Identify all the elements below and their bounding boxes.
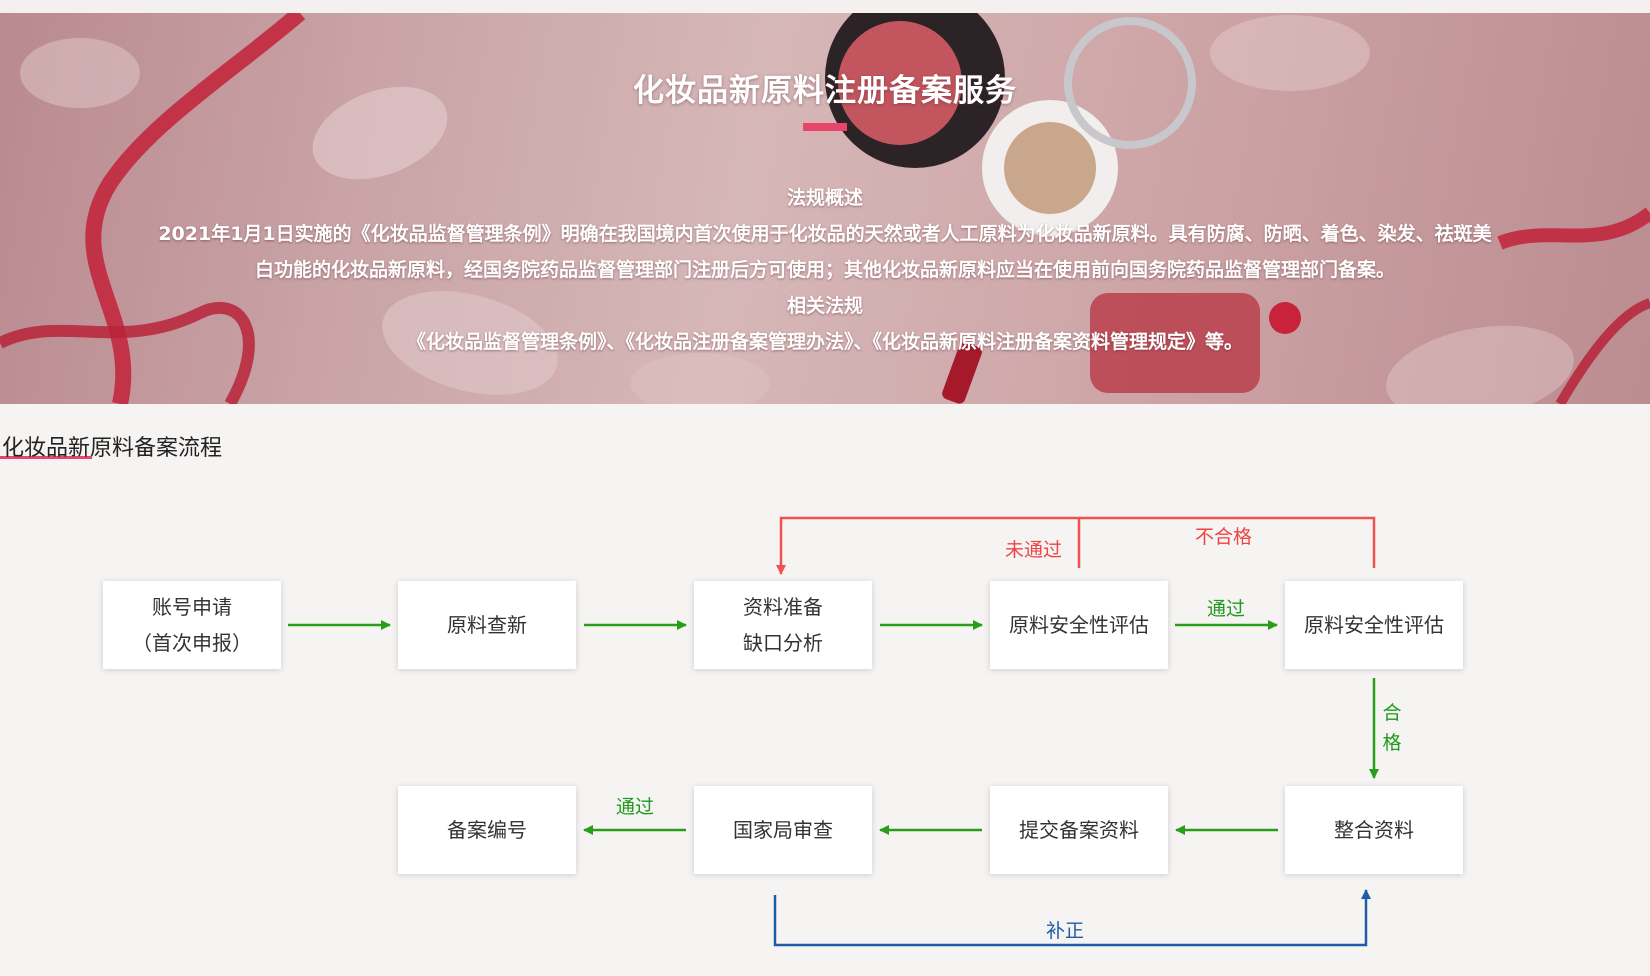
flow-node-data-preparation: 资料准备 缺口分析 xyxy=(694,581,872,669)
node-label: 备案编号 xyxy=(447,818,527,842)
hero-banner: 化妆品新原料注册备案服务 法规概述 2021年1月1日实施的《化妆品监督管理条例… xyxy=(0,13,1650,404)
supplement-loop-blue xyxy=(773,889,1371,947)
node-label: 原料查新 xyxy=(447,613,527,637)
node-label: 账号申请 xyxy=(152,595,232,619)
banner-decoration xyxy=(0,13,1650,404)
top-strip xyxy=(0,0,1650,13)
label-qualified: 合 格 xyxy=(1381,698,1403,758)
node-label: （首次申报） xyxy=(132,631,252,655)
node-label: 提交备案资料 xyxy=(1019,818,1139,842)
label-not-passed: 未通过 xyxy=(1005,539,1063,561)
overview-heading: 法规概述 xyxy=(786,187,863,209)
node-label: 资料准备 xyxy=(743,595,823,619)
label-qualified-char-1: 合 xyxy=(1382,702,1402,724)
flow-node-filing-number: 备案编号 xyxy=(398,786,576,874)
label-passed-assessment: 通过 xyxy=(1207,598,1246,620)
section-title-underline xyxy=(0,456,92,459)
label-unqualified: 不合格 xyxy=(1195,526,1253,548)
node-label: 国家局审查 xyxy=(733,818,833,842)
node-label: 原料安全性评估 xyxy=(1304,613,1444,637)
label-supplement: 补正 xyxy=(1046,920,1085,942)
section-title: 化妆品新原料备案流程 xyxy=(2,436,223,461)
feedback-loop-red xyxy=(776,516,1376,575)
related-laws-heading: 相关法规 xyxy=(786,295,863,317)
node-label: 整合资料 xyxy=(1334,818,1414,842)
regulation-overview: 法规概述 2021年1月1日实施的《化妆品监督管理条例》明确在我国境内首次使用于… xyxy=(80,180,1570,360)
related-laws-text: 《化妆品监督管理条例》、《化妆品注册备案管理办法》、《化妆品新原料注册备案资料管… xyxy=(406,331,1243,353)
label-qualified-char-2: 格 xyxy=(1382,732,1402,754)
label-passed-review: 通过 xyxy=(616,796,655,818)
flow-node-integrate-data: 整合资料 xyxy=(1285,786,1463,874)
flow-node-submit-filing: 提交备案资料 xyxy=(990,786,1168,874)
title-underline xyxy=(803,123,847,131)
overview-paragraph-line-2: 白功能的化妆品新原料，经国务院药品监督管理部门注册后方可使用；其他化妆品新原料应… xyxy=(254,259,1395,281)
flow-node-nmpa-review: 国家局审查 xyxy=(694,786,872,874)
flow-node-material-search: 原料查新 xyxy=(398,581,576,669)
flow-node-safety-assessment-1: 原料安全性评估 xyxy=(990,581,1168,669)
flow-node-account-application: 账号申请 （首次申报） xyxy=(103,581,281,669)
node-label: 原料安全性评估 xyxy=(1009,613,1149,637)
banner-content: 化妆品新原料注册备案服务 法规概述 2021年1月1日实施的《化妆品监督管理条例… xyxy=(0,13,1650,404)
flow-node-safety-assessment-2: 原料安全性评估 xyxy=(1285,581,1463,669)
overview-paragraph-line-1: 2021年1月1日实施的《化妆品监督管理条例》明确在我国境内首次使用于化妆品的天… xyxy=(158,223,1492,245)
node-label: 缺口分析 xyxy=(743,631,823,655)
banner-title: 化妆品新原料注册备案服务 xyxy=(633,73,1017,109)
